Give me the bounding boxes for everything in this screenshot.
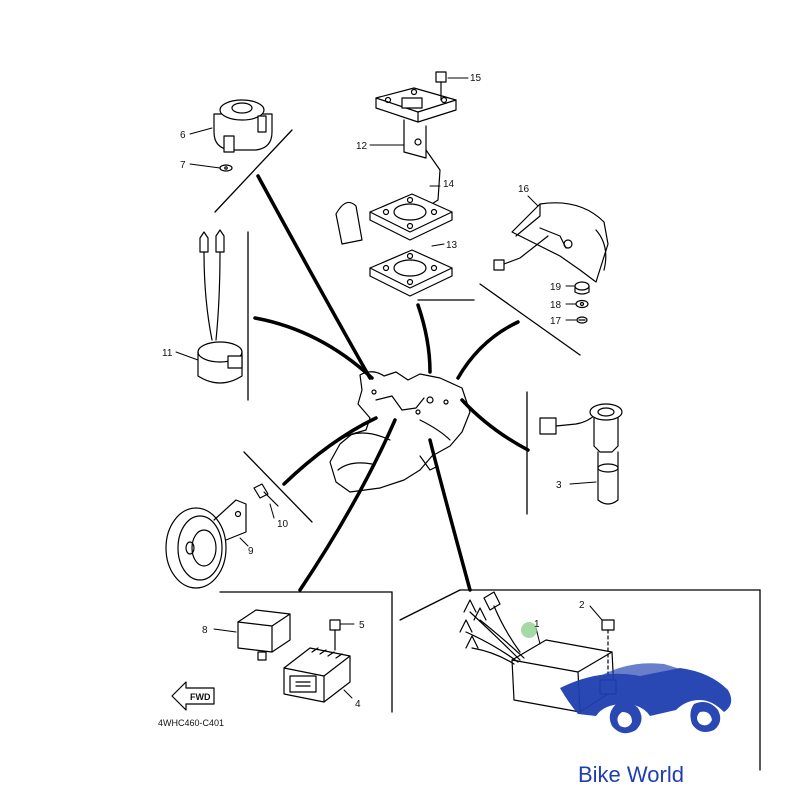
drawing-code: 4WHC460-C401 xyxy=(158,718,224,728)
motorcycle-logo-icon xyxy=(560,663,732,734)
part-16-tail-light xyxy=(493,202,609,283)
part-5-bolt xyxy=(329,619,341,651)
part-label-10: 10 xyxy=(277,519,289,530)
brand-name: Bike World xyxy=(578,762,684,787)
part-14-gasket xyxy=(369,193,453,241)
part-11-sensor xyxy=(197,229,243,384)
part-12-sender xyxy=(335,87,457,245)
part-10-bolt xyxy=(253,483,279,507)
part-label-17: 17 xyxy=(550,316,562,327)
part-9-horn xyxy=(165,499,247,589)
part-label-7: 7 xyxy=(180,160,186,171)
motorcycle-outline xyxy=(329,371,471,493)
leader-lines xyxy=(253,174,530,592)
watermark: Bike World xyxy=(560,663,732,787)
fwd-label: FWD xyxy=(190,692,211,702)
part-label-9: 9 xyxy=(248,546,254,557)
part-labels: 1 2 3 4 5 6 7 8 9 10 11 12 13 14 15 16 1… xyxy=(162,73,585,710)
part-17-screw xyxy=(576,316,588,324)
part-label-13: 13 xyxy=(446,240,458,251)
part-label-15: 15 xyxy=(470,73,482,84)
part-4-regulator xyxy=(283,647,351,703)
part-6-switch xyxy=(213,99,273,153)
part-label-3: 3 xyxy=(556,480,562,491)
part-15-bolt xyxy=(435,71,447,101)
fwd-arrow-icon xyxy=(171,681,215,711)
section-dividers xyxy=(214,129,761,771)
part-label-12: 12 xyxy=(356,141,368,152)
part-label-19: 19 xyxy=(550,282,562,293)
part-label-8: 8 xyxy=(202,625,208,636)
part-label-6: 6 xyxy=(180,130,186,141)
part-label-1: 1 xyxy=(534,619,540,630)
part-7-washer xyxy=(219,164,233,172)
part-2-screw xyxy=(601,619,615,677)
part-label-5: 5 xyxy=(359,620,365,631)
part-3-sensor xyxy=(539,403,623,505)
part-label-18: 18 xyxy=(550,300,562,311)
part-label-11: 11 xyxy=(162,348,173,359)
part-19-grommet xyxy=(574,281,590,295)
label-leaders xyxy=(175,77,603,699)
part-13-gasket xyxy=(369,249,453,297)
part-label-4: 4 xyxy=(355,699,361,710)
part-label-2: 2 xyxy=(579,600,585,611)
highlight-marker xyxy=(521,622,537,638)
part-label-16: 16 xyxy=(518,184,530,195)
part-18-nut xyxy=(575,299,589,309)
part-8-relay xyxy=(237,609,291,661)
part-label-14: 14 xyxy=(443,179,455,190)
